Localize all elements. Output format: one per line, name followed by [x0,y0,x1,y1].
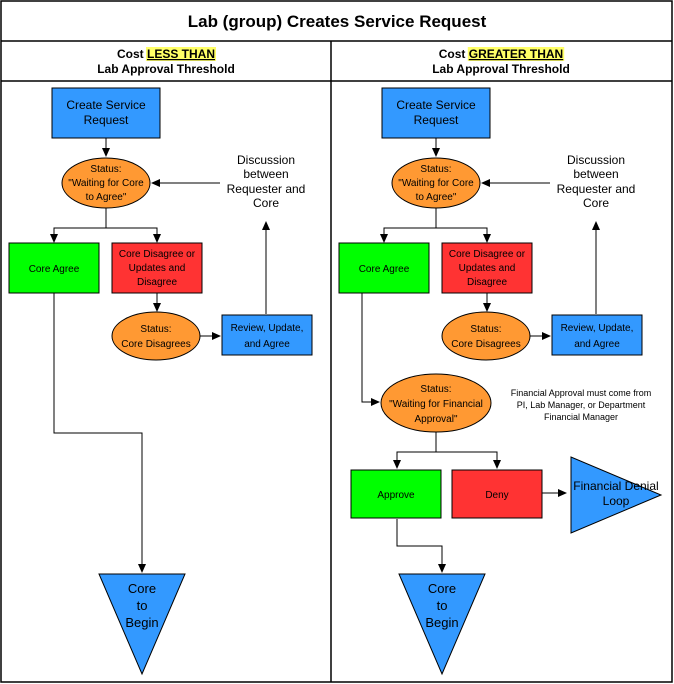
left-discussion-line4: Core [253,196,279,210]
left-begin-line3: Begin [125,615,158,630]
left-header-highlight: LESS THAN [147,47,215,61]
right-connectors [361,138,600,573]
right-waiting-core-line2: "Waiting for Core [398,178,474,189]
right-header-highlight-background [467,47,565,61]
left-discussion-line1: Discussion [237,153,295,167]
right-discussion-line3: Requester and [557,182,636,196]
left-header-line2: Lab Approval Threshold [97,62,235,76]
right-core-disagree-line2: Updates and [459,263,516,274]
right-header-line2: Lab Approval Threshold [432,62,570,76]
left-begin-line1: Core [128,581,156,596]
right-core-disagree-box [441,242,533,294]
left-core-disagree-line2: Updates and [129,263,186,274]
left-core-disagree-line1: Core Disagree or [119,249,196,260]
right-create-request-line2: Request [414,113,459,127]
diagram-title: Lab (group) Creates Service Request [188,12,487,31]
right-waiting-financial-line2: "Waiting for Financial [389,399,483,410]
right-lane-header: Cost GREATER THAN Lab Approval Threshold [432,47,570,76]
right-financial-note-line3: Financial Manager [544,412,618,422]
right-review-box [551,314,643,356]
right-financial-denial-loop-triangle [570,456,663,534]
right-waiting-financial-status [380,373,492,433]
left-review-line2: and Agree [244,339,290,350]
left-header-line1: Cost LESS THAN [117,47,215,61]
right-review-line1: Review, Update, [561,323,634,334]
left-connectors [50,138,270,573]
right-begin-line1: Core [428,581,456,596]
left-header-highlight-background [145,47,217,61]
right-deny-box [451,469,543,519]
left-core-disagrees-line2: Core Disagrees [121,339,190,350]
left-discussion-line2: between [243,167,288,181]
right-discussion-line1: Discussion [567,153,625,167]
right-create-request-box [381,87,491,139]
left-review-box [221,314,313,356]
left-begin-line2: to [137,598,148,613]
left-core-agree-box [8,242,100,294]
right-deny-label: Deny [485,490,508,501]
left-waiting-core-line1: Status: [90,164,121,175]
left-core-disagree-box [111,242,203,294]
right-waiting-core-status [391,157,481,209]
left-core-disagree-line3: Disagree [137,277,177,288]
right-discussion-line4: Core [583,196,609,210]
left-create-request-line1: Create Service [66,98,146,112]
right-waiting-core-line3: to Agree" [416,192,457,203]
right-denial-line1: Financial Denial [573,479,658,493]
right-financial-note-line1: Financial Approval must come from [511,388,652,398]
right-begin-line3: Begin [425,615,458,630]
right-core-agree-label: Core Agree [359,264,410,275]
right-waiting-financial-line3: Approval" [414,414,457,425]
right-header-line1: Cost GREATER THAN [439,47,563,61]
right-core-disagrees-status [441,311,531,361]
left-create-request-line2: Request [84,113,129,127]
right-waiting-core-line1: Status: [420,164,451,175]
left-waiting-core-line3: to Agree" [86,192,127,203]
right-discussion-line2: between [573,167,618,181]
left-core-disagrees-status [111,311,201,361]
right-core-disagrees-line1: Status: [470,324,501,335]
right-core-disagrees-line2: Core Disagrees [451,339,520,350]
left-core-to-begin-triangle [98,573,186,676]
right-review-line2: and Agree [574,339,620,350]
right-core-disagree-line3: Disagree [467,277,507,288]
right-core-disagree-line1: Core Disagree or [449,249,526,260]
right-denial-line2: Loop [603,494,630,508]
right-core-to-begin-triangle [398,573,486,676]
left-discussion-line3: Requester and [227,182,306,196]
left-create-request-box [51,87,161,139]
left-core-agree-label: Core Agree [29,264,80,275]
right-header-highlight: GREATER THAN [469,47,563,61]
right-approve-label: Approve [377,490,415,501]
right-core-agree-box [338,242,430,294]
left-review-line1: Review, Update, [231,323,304,334]
right-financial-note-line2: PI, Lab Manager, or Department [517,400,646,410]
right-waiting-financial-line1: Status: [420,384,451,395]
right-create-request-line1: Create Service [396,98,476,112]
right-approve-box [350,469,442,519]
left-lane-header: Cost LESS THAN Lab Approval Threshold [97,47,235,76]
right-begin-line2: to [437,598,448,613]
left-waiting-core-status [61,157,151,209]
left-core-disagrees-line1: Status: [140,324,171,335]
left-waiting-core-line2: "Waiting for Core [68,178,144,189]
